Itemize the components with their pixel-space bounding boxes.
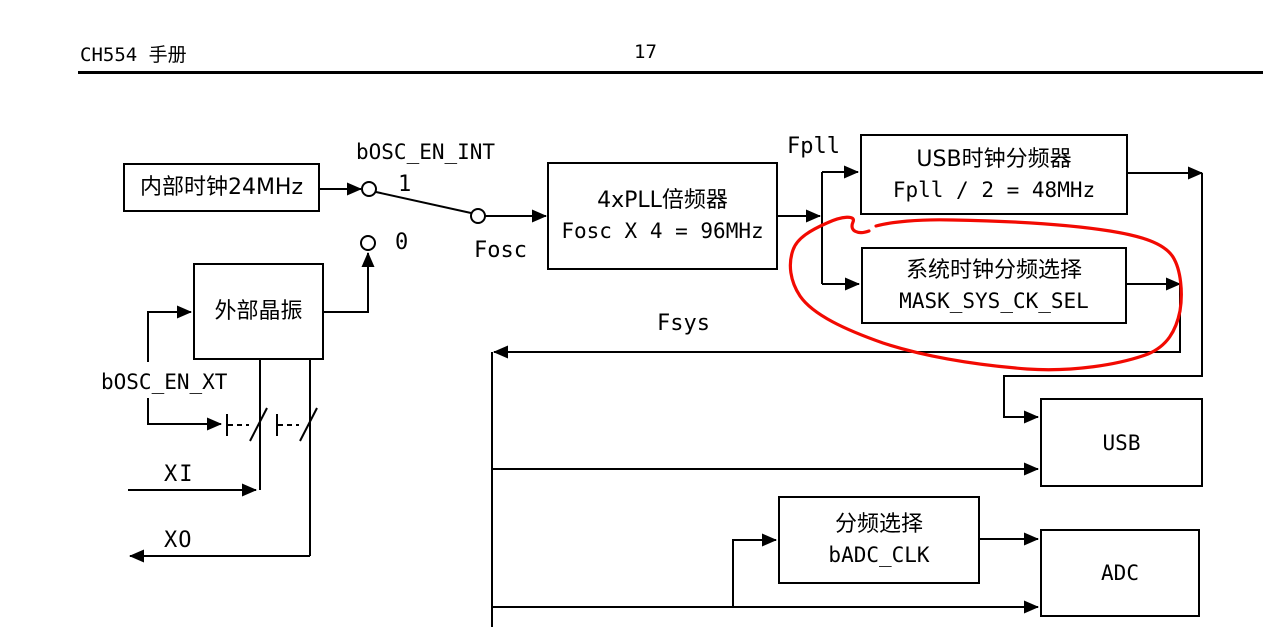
page-number: 17: [634, 41, 657, 63]
label-fsys: Fsys: [657, 311, 710, 336]
block-usb-clock-divider-formula: Fpll / 2 = 48MHz: [892, 177, 1096, 202]
wire-boscenxt-to-crystal: [147, 305, 192, 362]
label-xi: XI: [164, 462, 195, 487]
wire-crystal-to-switch: [324, 252, 375, 313]
block-pll: 4xPLL倍频器 Fosc X 4 = 96MHz: [547, 162, 778, 270]
block-adc-divider: 分频选择 bADC_CLK: [778, 496, 980, 584]
header-divider: [78, 71, 1263, 74]
page-title: CH554 手册: [80, 44, 187, 66]
block-internal-clock: 内部时钟24MHz: [123, 163, 320, 212]
block-adc: ADC: [1040, 529, 1200, 617]
block-sys-clock-select-title: 系统时钟分频选择: [905, 257, 1082, 283]
block-external-crystal-label: 外部晶振: [214, 298, 303, 324]
switch-blade: [375, 191, 472, 214]
label-fpll: Fpll: [787, 134, 840, 159]
label-bosc-en-xt: bOSC_EN_XT: [101, 370, 228, 394]
block-external-crystal: 外部晶振: [193, 263, 324, 360]
label-switch-1: 1: [398, 172, 412, 197]
block-adc-label: ADC: [1101, 561, 1139, 585]
block-usb-clock-divider: USB时钟分频器 Fpll / 2 = 48MHz: [860, 134, 1128, 215]
block-internal-clock-label: 内部时钟24MHz: [139, 174, 304, 200]
block-sys-clock-select: 系统时钟分频选择 MASK_SYS_CK_SEL: [861, 247, 1127, 324]
wire-fsys-to-adcdiv: [732, 533, 777, 607]
switch-contact-1: [361, 181, 377, 197]
block-sys-clock-select-register: MASK_SYS_CK_SEL: [899, 288, 1089, 313]
switch-slash-right: [299, 407, 318, 442]
switch-slash-left: [249, 407, 268, 442]
label-bosc-en-int: bOSC_EN_INT: [356, 140, 496, 164]
block-usb-label: USB: [1102, 430, 1141, 455]
block-adc-divider-register: bADC_CLK: [828, 543, 930, 567]
block-usb-clock-divider-title: USB时钟分频器: [916, 146, 1072, 172]
block-pll-title: 4xPLL倍频器: [597, 188, 728, 213]
label-fosc: Fosc: [474, 238, 527, 263]
switch-common-contact: [470, 208, 486, 224]
block-adc-divider-title: 分频选择: [834, 512, 923, 537]
block-usb: USB: [1040, 398, 1203, 487]
block-pll-formula: Fosc X 4 = 96MHz: [561, 219, 764, 243]
switch-contact-0: [360, 235, 376, 251]
label-switch-0: 0: [395, 230, 409, 255]
label-xo: XO: [164, 528, 193, 553]
wire-boscenxt-to-switches: [147, 398, 222, 431]
